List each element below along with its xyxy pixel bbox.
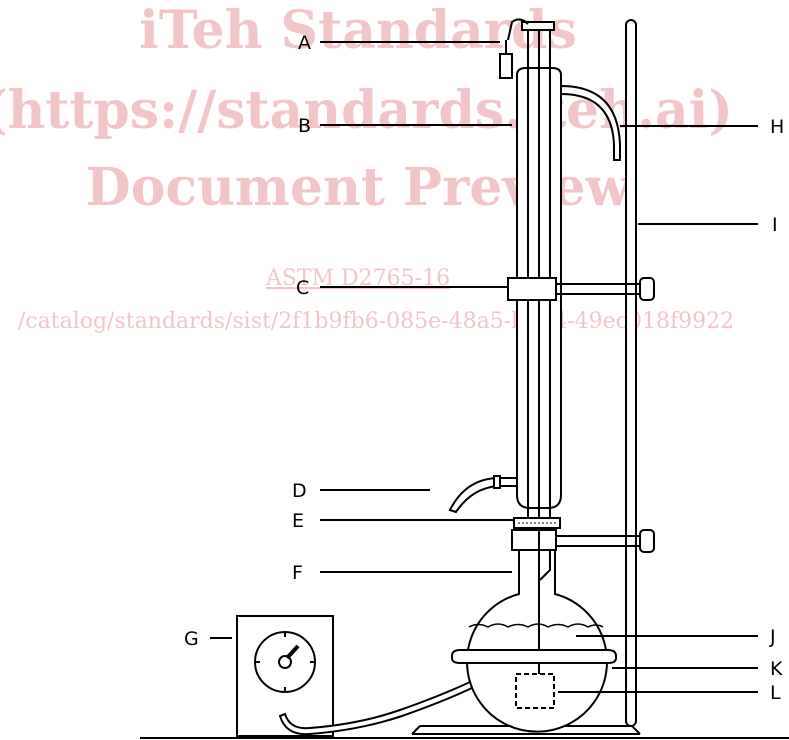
label-B: B bbox=[298, 115, 311, 137]
sample-cage bbox=[515, 673, 555, 709]
hook-tag bbox=[499, 53, 513, 79]
label-J: J bbox=[769, 626, 776, 648]
lower-clamp bbox=[511, 529, 655, 553]
drip-spout bbox=[539, 550, 551, 581]
lower-clamp-knob bbox=[639, 529, 655, 553]
upper-clamp bbox=[507, 277, 655, 301]
label-L: L bbox=[770, 682, 781, 704]
hook bbox=[499, 18, 529, 79]
support-rod bbox=[625, 19, 637, 727]
part-labels: A B C D E F G H I J K L bbox=[184, 32, 784, 704]
dial-needle-icon bbox=[285, 644, 300, 660]
watermark-line1: iTeh Standards bbox=[139, 0, 577, 61]
upper-clamp-knob bbox=[639, 277, 655, 301]
hook-wire bbox=[507, 18, 529, 41]
leader-lines bbox=[210, 41, 758, 693]
stand-base-left bbox=[411, 725, 421, 735]
label-C: C bbox=[296, 277, 309, 299]
label-D: D bbox=[292, 480, 307, 502]
stand-base-right bbox=[631, 725, 641, 735]
temperature-controller bbox=[236, 615, 474, 737]
round-flask bbox=[466, 528, 608, 733]
water-outlet-hose bbox=[560, 84, 621, 161]
watermark-url: /catalog/standards/sist/2f1b9fb6-085e-48… bbox=[18, 309, 734, 334]
label-I: I bbox=[772, 214, 778, 236]
condenser bbox=[516, 21, 562, 518]
cork-stopper bbox=[513, 517, 561, 529]
condenser-top-rim bbox=[521, 21, 555, 31]
water-inlet-hose bbox=[448, 477, 518, 514]
watermark-line2: (https://standards.iteh.ai) bbox=[0, 80, 733, 141]
label-A: A bbox=[298, 32, 311, 54]
label-H: H bbox=[770, 116, 784, 138]
label-K: K bbox=[770, 658, 783, 680]
heating-ring bbox=[451, 649, 617, 664]
power-cable bbox=[278, 680, 474, 736]
label-G: G bbox=[184, 628, 199, 650]
lower-clamp-ring bbox=[511, 529, 557, 551]
label-F: F bbox=[292, 562, 303, 584]
flask-body bbox=[466, 549, 608, 733]
label-E: E bbox=[292, 510, 304, 532]
water-inlet-collar bbox=[493, 475, 501, 489]
support-rod-body bbox=[625, 19, 637, 727]
upper-clamp-ring bbox=[507, 277, 557, 301]
dial-center-icon bbox=[278, 655, 292, 669]
